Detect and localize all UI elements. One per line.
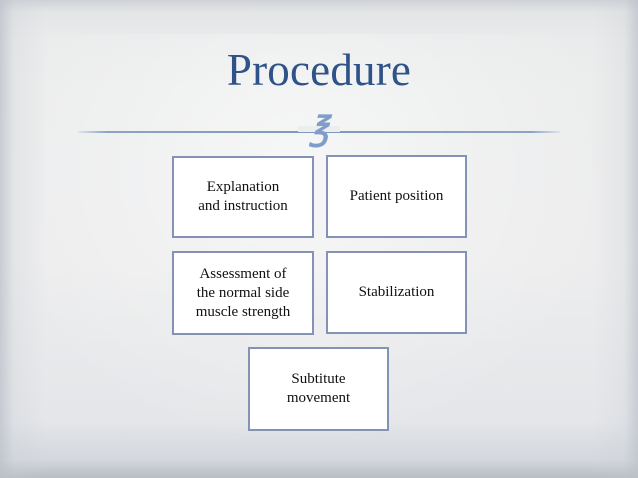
flow-box-assessment-text: Assessment of the normal side muscle str… bbox=[196, 265, 291, 322]
flow-box-explanation[interactable]: Explanation and instruction bbox=[172, 156, 314, 238]
ornament-glyph: ℥ bbox=[309, 109, 329, 148]
slide-title: Procedure bbox=[226, 45, 412, 95]
flow-box-substitute-movement-line-2: movement bbox=[286, 390, 351, 406]
flow-box-assessment[interactable]: Assessment of the normal side muscle str… bbox=[172, 251, 314, 335]
flow-box-explanation-line-1: Explanation bbox=[206, 179, 280, 195]
flow-box-stabilization-line-1: Stabilization bbox=[358, 284, 435, 300]
flow-box-stabilization-text: Stabilization bbox=[359, 283, 435, 302]
flow-box-patient-position[interactable]: Patient position bbox=[326, 155, 467, 238]
flow-box-assessment-line-3: muscle strength bbox=[195, 303, 291, 320]
flow-box-stabilization[interactable]: Stabilization bbox=[326, 251, 467, 334]
title-divider: ℥ bbox=[78, 109, 560, 148]
flow-box-explanation-line-2: and instruction bbox=[198, 198, 288, 214]
flow-box-patient-position-text: Patient position bbox=[350, 187, 444, 206]
divider-rule bbox=[78, 131, 560, 133]
flow-box-substitute-movement-text: Subtitute movement bbox=[287, 370, 350, 408]
flow-box-assessment-line-2: the normal side bbox=[196, 284, 290, 301]
ornament-rule-mask bbox=[298, 126, 340, 132]
flow-box-substitute-movement[interactable]: Subtitute movement bbox=[248, 347, 389, 431]
flow-box-assessment-line-1: Assessment of bbox=[199, 265, 287, 282]
decorative-flourish-icon: ℥ bbox=[288, 109, 350, 150]
flow-box-patient-position-line-1: Patient position bbox=[349, 188, 444, 204]
flow-box-explanation-text: Explanation and instruction bbox=[198, 178, 288, 216]
flow-box-substitute-movement-line-1: Subtitute bbox=[291, 371, 346, 387]
